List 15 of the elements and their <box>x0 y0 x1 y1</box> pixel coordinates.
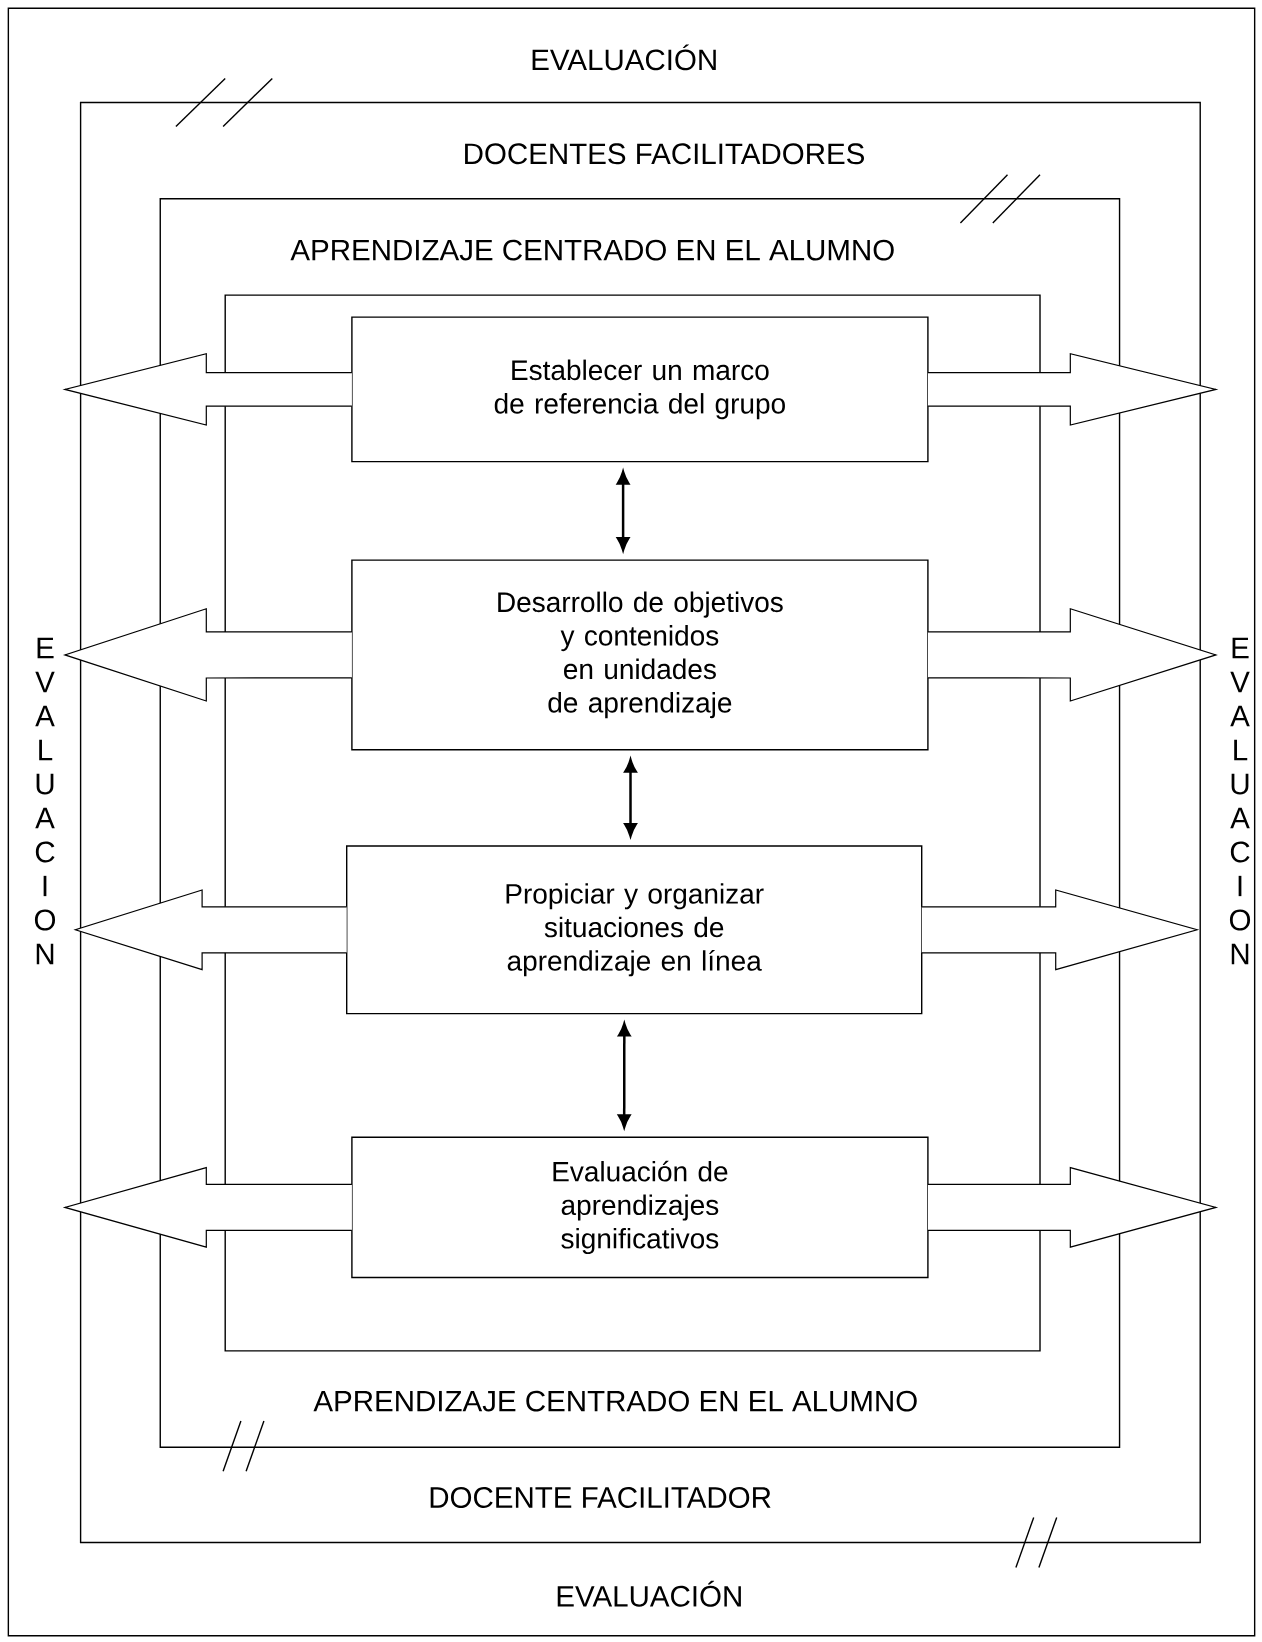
process-box: Desarrollo de objetivos y contenidos en unidades de aprendizaje <box>351 559 929 751</box>
double-block-arrow <box>62 1166 353 1248</box>
process-box: Establecer un marco de referencia del grupo <box>351 316 929 463</box>
process-box: Evaluación de aprendizajes significativos <box>351 1136 929 1279</box>
double-block-arrow <box>62 353 353 426</box>
double-arrow <box>617 1022 631 1129</box>
process-box: Propiciar y organizar situaciones de aprendizaje en línea <box>346 845 923 1015</box>
double-block-arrow <box>927 1166 1219 1248</box>
double-arrow <box>616 470 630 551</box>
double-block-arrow <box>73 889 348 971</box>
frame-box <box>224 294 1041 1352</box>
double-block-arrow <box>927 607 1218 702</box>
double-block-arrow <box>921 889 1200 971</box>
double-block-arrow <box>62 607 353 702</box>
double-block-arrow <box>927 353 1219 426</box>
